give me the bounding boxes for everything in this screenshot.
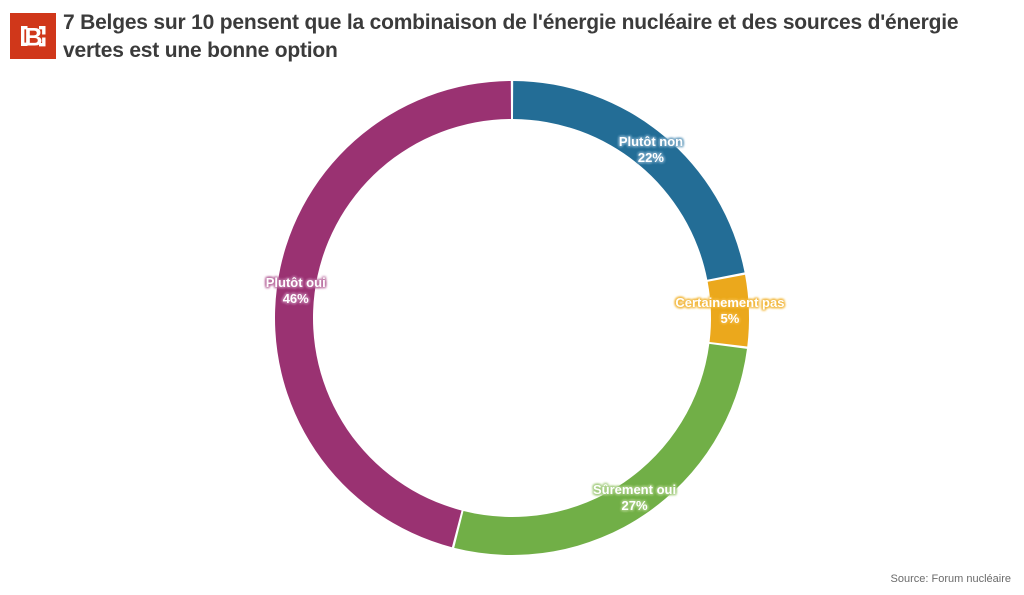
slice-plutot-non[interactable] — [512, 81, 745, 280]
slice-surement-oui[interactable] — [454, 343, 747, 555]
svg-text:B: B — [24, 24, 42, 52]
brand-logo-icon: B — [10, 13, 56, 59]
brand-logo: B — [10, 13, 56, 59]
source-credit: Source: Forum nucléaire — [890, 573, 1011, 585]
slice-certainement-pas[interactable] — [707, 274, 750, 347]
slice-plutot-oui[interactable] — [274, 81, 512, 548]
chart-title: 7 Belges sur 10 pensent que la combinais… — [63, 11, 959, 62]
